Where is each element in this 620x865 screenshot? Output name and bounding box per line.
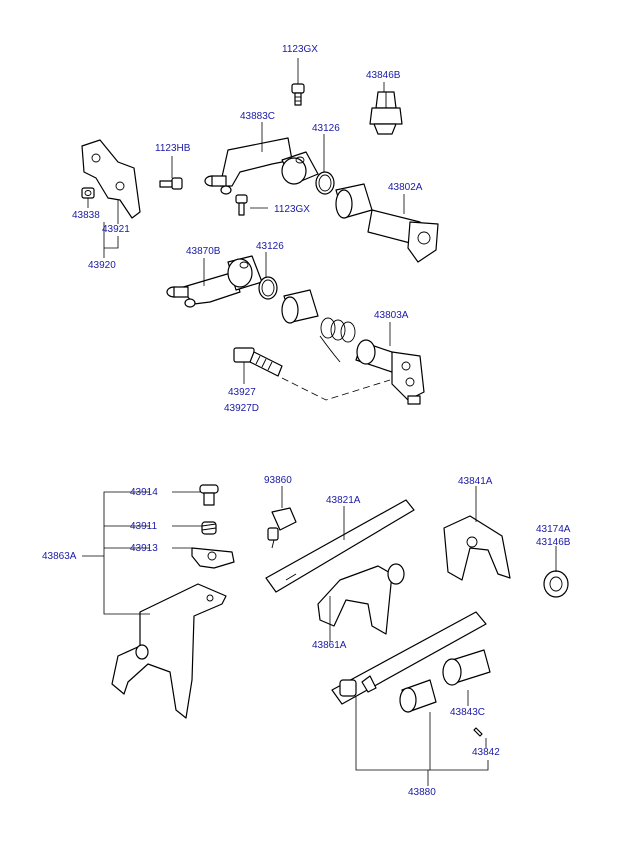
label-43921: 43921 [102, 224, 130, 235]
lever-43913 [191, 547, 235, 569]
shift-rail-43803a [355, 339, 425, 405]
bolt-1123gx-mid [235, 194, 248, 216]
bracket-43921 [81, 139, 141, 219]
nut-43838 [81, 187, 95, 199]
pin-43914 [199, 484, 219, 506]
fork-43863a [111, 583, 227, 719]
sleeve-top [335, 183, 373, 219]
label-43920: 43920 [88, 260, 116, 271]
label-43842: 43842 [472, 747, 500, 758]
plug-43927 [233, 347, 283, 377]
label-43841a: 43841A [458, 476, 493, 487]
label-43843c: 43843C [450, 707, 485, 718]
label-1123hb: 1123HB [155, 143, 191, 154]
collar [399, 679, 437, 713]
label-43802a: 43802A [388, 182, 423, 193]
bolt-1123gx-top [291, 83, 305, 106]
snap-ring-43126-mid-inner [261, 279, 275, 297]
label-43146b: 43146B [536, 537, 571, 548]
label-43126-mid: 43126 [256, 241, 284, 252]
spring-coils [319, 317, 356, 363]
bolt-1123hb [159, 177, 183, 190]
label-1123gx-mid: 1123GX [274, 204, 310, 215]
switch-93860 [267, 507, 297, 549]
key-43842 [473, 727, 483, 737]
label-43174a: 43174A [536, 524, 571, 535]
label-43846b: 43846B [366, 70, 401, 81]
label-43880: 43880 [408, 787, 436, 798]
plug-43846b [369, 91, 403, 135]
label-93860: 93860 [264, 475, 292, 486]
label-43803a: 43803A [374, 310, 409, 321]
label-43126-top: 43126 [312, 123, 340, 134]
label-43927: 43927 [228, 387, 256, 398]
spring-43911 [201, 521, 217, 535]
fork-43861a [317, 563, 405, 635]
label-43914: 43914 [130, 487, 158, 498]
label-43861a: 43861A [312, 640, 347, 651]
alignment-dashed-line [281, 377, 391, 401]
bearing-43174a [543, 570, 569, 598]
label-43821a: 43821A [326, 495, 361, 506]
shift-rail-43883c [204, 137, 319, 195]
part-labels: 1123GX 43846B 43883C 43126 1123HB 43802A… [42, 44, 571, 798]
fork-43841a [443, 515, 511, 581]
label-43838: 43838 [72, 210, 100, 221]
shift-rail-43802a [367, 209, 439, 263]
main-shaft-43880 [331, 611, 487, 705]
snap-ring-43126-top-inner [318, 174, 332, 192]
label-43870b: 43870B [186, 246, 221, 257]
label-43927d: 43927D [224, 403, 259, 414]
sleeve-43843c [442, 649, 491, 686]
label-1123gx-top: 1123GX [282, 44, 318, 55]
sleeve-mid [281, 289, 319, 324]
shift-rail-43870b [166, 255, 263, 308]
leader-lines [82, 58, 557, 786]
label-43911: 43911 [130, 521, 158, 532]
label-43913: 43913 [130, 543, 158, 554]
shaft-43821a [265, 499, 415, 593]
label-43883c: 43883C [240, 111, 275, 122]
label-43863a: 43863A [42, 551, 77, 562]
